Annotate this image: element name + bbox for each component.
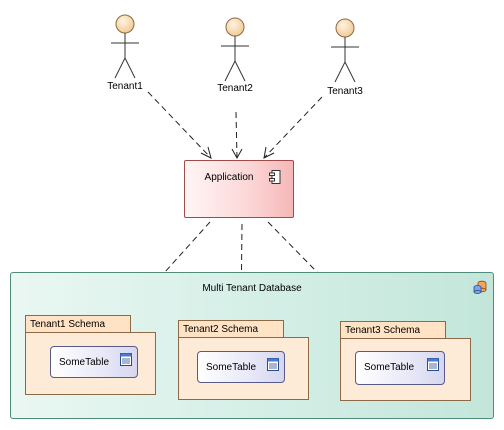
database-label: Multi Tenant Database — [202, 283, 302, 294]
actor-tenant1-label: Tenant1 — [107, 81, 143, 92]
actor-tenant1-figure[interactable] — [111, 14, 139, 79]
tenant2-schema-tab[interactable]: Tenant2 Schema — [178, 320, 284, 338]
dependency-tenant2-application[interactable] — [231, 111, 243, 160]
actor-tenant3-label: Tenant3 — [327, 86, 363, 97]
tenant1-schema-tab[interactable]: Tenant1 Schema — [25, 315, 131, 333]
tenant1-sometable[interactable]: SomeTable — [50, 346, 138, 378]
tenant3-schema-label: Tenant3 Schema — [345, 325, 421, 336]
application-component[interactable]: Application — [184, 160, 294, 218]
tenant1-sometable-label: SomeTable — [59, 357, 110, 368]
tenant2-schema-label: Tenant2 Schema — [183, 324, 259, 335]
actor-tenant3-figure[interactable] — [331, 18, 359, 83]
component-icon — [269, 170, 281, 187]
dependency-tenant3-application[interactable] — [263, 96, 323, 159]
actor-tenant2-label: Tenant2 — [217, 83, 253, 94]
dependency-tenant1-application[interactable] — [147, 91, 212, 159]
tenant3-sometable-label: SomeTable — [364, 362, 415, 373]
table-icon — [267, 358, 279, 374]
actor-tenant2-figure[interactable] — [221, 17, 249, 82]
tenant3-schema-tab[interactable]: Tenant3 Schema — [340, 321, 446, 339]
application-label: Application — [204, 172, 254, 183]
tenant2-sometable-label: SomeTable — [206, 362, 257, 373]
table-icon — [427, 358, 439, 374]
database-icon — [473, 280, 487, 297]
table-icon — [120, 353, 132, 369]
tenant2-sometable[interactable]: SomeTable — [197, 351, 285, 383]
tenant1-schema-label: Tenant1 Schema — [30, 319, 106, 330]
tenant3-sometable[interactable]: SomeTable — [355, 351, 445, 385]
